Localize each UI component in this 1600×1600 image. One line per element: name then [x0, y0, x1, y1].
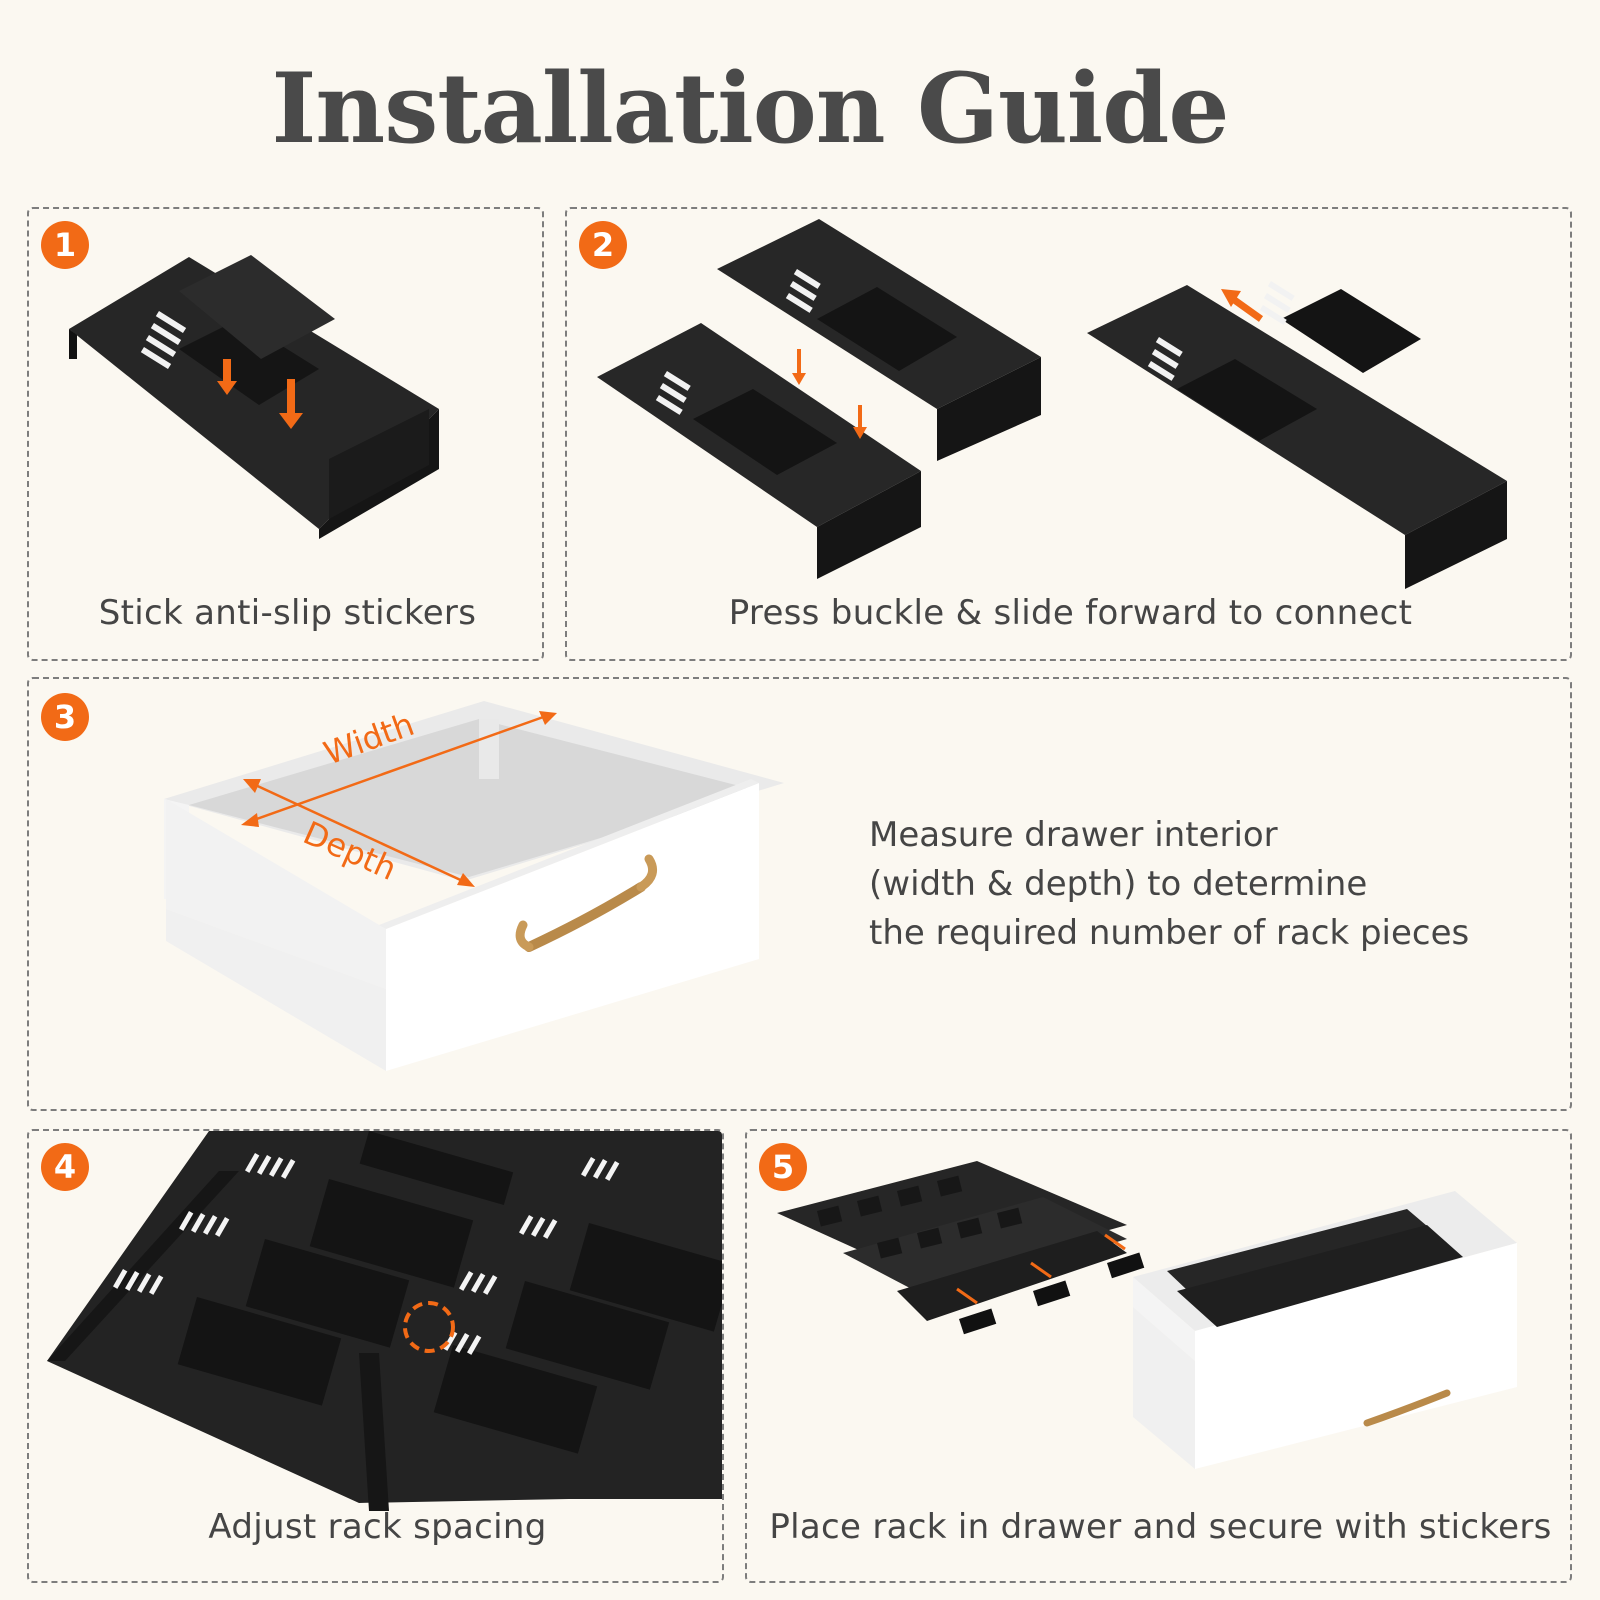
connect-racks-illustration	[597, 219, 1507, 589]
step-3-caption: Measure drawer interior (width & depth) …	[869, 811, 1469, 958]
step-4-caption: Adjust rack spacing	[208, 1507, 547, 1547]
step-2-panel: 2	[565, 207, 1572, 661]
step-3-line-3: the required number of rack pieces	[869, 913, 1470, 953]
rack-in-drawer-illustration	[777, 1161, 1517, 1469]
step-2-caption: Press buckle & slide forward to connect	[728, 593, 1413, 633]
rack-spacing-illustration	[47, 1131, 722, 1581]
step-2-badge: 2	[579, 221, 627, 269]
step-4-badge: 4	[41, 1143, 89, 1191]
step-3-badge: 3	[41, 693, 89, 741]
step-1-caption: Stick anti-slip stickers	[98, 593, 477, 633]
step-4-panel: 4 Adjust rack spacing	[27, 1129, 724, 1583]
step-5-panel: 5 Pl	[745, 1129, 1572, 1583]
step-5-caption: Place rack in drawer and secure with sti…	[769, 1507, 1552, 1547]
step-3-line-2: (width & depth) to determine	[869, 864, 1368, 904]
drawer-illustration: Width Depth	[164, 701, 784, 1071]
step-5-badge: 5	[759, 1143, 807, 1191]
rack-with-sticker-illustration	[69, 255, 439, 539]
step-3-panel: 3 Width Depth Measure drawer interior (w…	[27, 677, 1572, 1111]
page-title: Installation Guide	[271, 52, 1230, 165]
step-1-panel: 1 Stick anti-slip stickers	[27, 207, 544, 661]
step-1-badge: 1	[41, 221, 89, 269]
step-3-line-1: Measure drawer interior	[869, 815, 1278, 855]
